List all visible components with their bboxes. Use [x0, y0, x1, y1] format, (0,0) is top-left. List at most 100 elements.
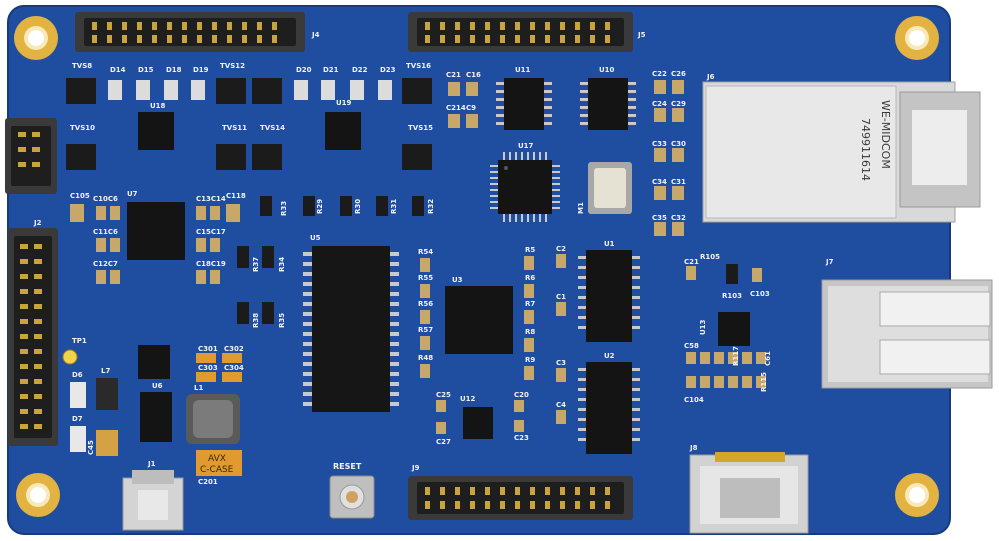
label-c30: C30 [671, 140, 686, 148]
diode-d7 [70, 426, 86, 452]
magjack-part-number: 749911614 [859, 118, 872, 181]
rj45-magjack-j6 [702, 81, 981, 223]
header-j9 [408, 476, 633, 520]
label-u17: U17 [518, 142, 534, 150]
label-c104: C104 [684, 396, 704, 404]
chip-u7 [127, 202, 185, 260]
label-d21: D21 [323, 66, 339, 74]
label-avx: AVX [208, 454, 226, 464]
header-j4 [75, 12, 305, 52]
label-c29: C29 [671, 100, 686, 108]
cap-group-top-center [448, 82, 478, 128]
chip-u17 [490, 152, 560, 222]
label-c118: C118 [226, 192, 246, 200]
chip-u12 [463, 407, 493, 439]
label-c58: C58 [684, 342, 699, 350]
label-tvs11: TVS11 [222, 124, 247, 132]
label-c4: C4 [556, 401, 566, 409]
label-c3: C3 [556, 359, 566, 367]
cap-column-c1-c4 [556, 254, 566, 424]
label-r30: R30 [354, 199, 362, 214]
cap-c301 [196, 353, 216, 363]
label-d15: D15 [138, 66, 154, 74]
label-r54: R54 [418, 248, 433, 256]
label-c21b: C21 [684, 258, 699, 266]
chip-u18 [138, 112, 174, 150]
mounting-hole-bottom-left [16, 473, 60, 517]
chip-u2 [578, 362, 640, 454]
label-c201: C201 [198, 478, 218, 486]
cap-c304 [222, 372, 242, 382]
label-c18c19: C18C19 [196, 260, 226, 268]
chip-u6 [140, 392, 172, 442]
label-j8: J8 [689, 444, 698, 452]
label-c33: C33 [652, 140, 667, 148]
label-u5: U5 [310, 234, 321, 242]
diode-d6 [70, 382, 86, 408]
label-c32: C32 [671, 214, 686, 222]
label-d6: D6 [72, 371, 83, 379]
label-d19: D19 [193, 66, 209, 74]
label-j5: J5 [637, 31, 646, 39]
label-c27: C27 [436, 438, 451, 446]
chip-u11 [496, 78, 552, 130]
label-c304: C304 [224, 364, 244, 372]
label-r37: R37 [252, 257, 260, 272]
label-r7: R7 [525, 300, 535, 308]
chip-u3 [445, 286, 513, 354]
label-r29: R29 [316, 199, 324, 214]
label-c20: C20 [514, 391, 529, 399]
label-c24: C24 [652, 100, 667, 108]
label-r117: R117 [732, 346, 740, 366]
label-d20: D20 [296, 66, 312, 74]
label-r115: R115 [760, 372, 768, 392]
label-c1: C1 [556, 293, 566, 301]
label-u11: U11 [515, 66, 531, 74]
label-r32: R32 [427, 199, 435, 214]
label-tvs14: TVS14 [260, 124, 285, 132]
label-j4: J4 [311, 31, 320, 39]
label-c26: C26 [671, 70, 686, 78]
label-c23: C23 [514, 434, 529, 442]
label-r8: R8 [525, 328, 535, 336]
label-j6: J6 [706, 73, 715, 81]
tvs-array [66, 78, 432, 170]
label-j1: J1 [147, 460, 156, 468]
label-c105: C105 [70, 192, 90, 200]
label-j7: J7 [825, 258, 834, 266]
test-point-tp1 [62, 349, 78, 365]
label-j2: J2 [33, 219, 42, 227]
label-j9: J9 [411, 464, 420, 472]
label-u6: U6 [152, 382, 163, 390]
label-c16: C16 [466, 71, 481, 79]
label-c21a: C21 [446, 71, 461, 79]
label-c22: C22 [652, 70, 667, 78]
label-u10: U10 [599, 66, 615, 74]
label-d23: D23 [380, 66, 396, 74]
label-tvs16: TVS16 [406, 62, 431, 70]
cap-c303 [196, 372, 216, 382]
chip-small-top-left [138, 345, 170, 379]
label-tvs8: TVS8 [72, 62, 92, 70]
label-r56: R56 [418, 300, 433, 308]
label-r55: R55 [418, 274, 433, 282]
label-r38: R38 [252, 313, 260, 328]
label-u7: U7 [127, 190, 138, 198]
label-u12: U12 [460, 395, 476, 403]
label-r9: R9 [525, 356, 535, 364]
label-r31: R31 [390, 199, 398, 214]
cap-cluster-left [70, 204, 240, 284]
chip-u10 [580, 78, 636, 130]
label-d18: D18 [166, 66, 182, 74]
label-r48: R48 [418, 354, 433, 362]
label-u13: U13 [699, 319, 707, 335]
label-c45: C45 [87, 440, 95, 455]
magjack-brand: WE-MIDCOM [879, 100, 892, 169]
mounting-hole-bottom-right [895, 473, 939, 517]
mounting-hole-top-right [895, 16, 939, 60]
label-d7: D7 [72, 415, 83, 423]
cap-column-right [654, 80, 684, 236]
label-l7: L7 [101, 367, 110, 375]
label-tvs12: TVS12 [220, 62, 245, 70]
